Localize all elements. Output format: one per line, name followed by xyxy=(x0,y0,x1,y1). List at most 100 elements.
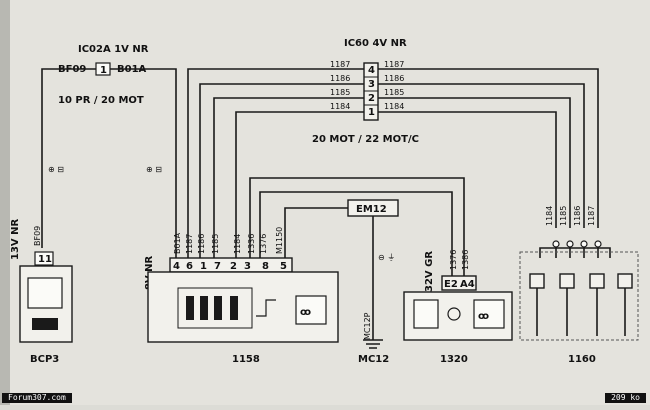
connector-ic02a-label: IC02A 1V NR xyxy=(78,44,149,55)
bcp3-component: 13V NR BF09 11 BCP3 xyxy=(10,218,73,365)
bcp3-fuse xyxy=(32,318,58,330)
ic02a-pin-label: 1 xyxy=(100,65,107,76)
coil-wire-1187: 1187 xyxy=(587,206,596,226)
ic60-pin-4: 4 xyxy=(368,65,375,76)
wire-label-right-1184: 1184 xyxy=(384,102,404,111)
ecu-1158-name: 1158 xyxy=(232,354,260,365)
ecu-driver-block xyxy=(177,287,253,329)
footer-watermark: Forum307.com xyxy=(2,393,72,403)
coils-1160-component: 1184 1185 1186 1187 1160 xyxy=(519,206,639,365)
sensor-chip-icon xyxy=(413,299,439,329)
ecu-pin-1: 1 xyxy=(200,261,207,272)
ground-symbol-left: ⊕ ⊟ xyxy=(48,165,64,174)
coil-wire-1185: 1185 xyxy=(559,206,568,226)
ecu-pin-4: 4 xyxy=(173,261,180,272)
wire-label-left-1187: 1187 xyxy=(330,60,350,69)
wire-label-right-1186: 1186 xyxy=(384,74,404,83)
wire-1185-left xyxy=(213,97,364,258)
note-mid: 20 MOT / 22 MOT/C xyxy=(312,134,419,145)
ecu-pin-5: 5 xyxy=(280,261,287,272)
wire-1185-right xyxy=(378,97,571,228)
ecu-pin-8: 8 xyxy=(262,261,269,272)
wire-label-right-1187: 1187 xyxy=(384,60,404,69)
ecu-driver-1 xyxy=(186,296,194,320)
sensor-1320-pin-strip xyxy=(441,275,477,291)
wire-label-left-1185: 1185 xyxy=(330,88,350,97)
ecu-wire-1186: 1186 xyxy=(197,234,206,254)
sensor-1320-component: 32V GR 1376 1386 E2 A4 ꝏ 1320 xyxy=(403,250,513,365)
wire-1376 xyxy=(259,191,453,278)
ecu-pin-2: 2 xyxy=(230,261,237,272)
ecu-driver-3 xyxy=(214,296,222,320)
scan-edge xyxy=(0,0,10,405)
ic60-pin-1: 1 xyxy=(368,107,375,118)
sensor-1320-name: 1320 xyxy=(440,354,468,365)
coil-4 xyxy=(617,273,633,289)
coil-common-rail xyxy=(539,247,611,258)
bcp3-wire-label: BF09 xyxy=(33,226,42,246)
coil-node-2 xyxy=(566,240,574,248)
sensor-1320-connector-label: 32V GR xyxy=(424,251,435,292)
ecu-wire-m1150: M1150 xyxy=(275,227,284,254)
coil-node-3 xyxy=(580,240,588,248)
wire-1187-left xyxy=(187,68,364,258)
bcp3-connector-label: 13V NR xyxy=(10,218,21,260)
sensor-pin-a4: A4 xyxy=(460,279,475,290)
wire-label-left-1186: 1186 xyxy=(330,74,350,83)
ecu-wire-b01a: B01A xyxy=(173,232,182,254)
sensor-coil-symbol xyxy=(473,299,505,329)
ecu-wire-1376: 1376 xyxy=(259,234,268,254)
coil-plugs xyxy=(536,288,626,336)
coil-node-1 xyxy=(552,240,560,248)
coil-wire-1184: 1184 xyxy=(545,206,554,226)
wire-m1150 xyxy=(284,207,348,258)
wire-1186-right xyxy=(378,83,585,228)
wire-1187-right xyxy=(378,68,599,228)
ecu-pin-7: 7 xyxy=(214,261,221,272)
ecu-1158-component: 8V NR B01A 1187 1186 1185 1184 1336 1376… xyxy=(144,227,339,365)
coil-node-4 xyxy=(594,240,602,248)
note-left: 10 PR / 20 MOT xyxy=(58,95,144,106)
sensor-wire-1376: 1376 xyxy=(449,250,458,270)
bcp3-name: BCP3 xyxy=(30,354,59,365)
ecu-pulse-symbol xyxy=(256,299,276,317)
bcp3-pin-label: 11 xyxy=(38,254,52,265)
coil-2 xyxy=(559,273,575,289)
bcp3-relay xyxy=(27,277,63,309)
wire-b01a xyxy=(110,68,177,258)
footer-filesize: 209 ko xyxy=(605,393,646,403)
ground-symbol-em12: ⊖ ⏚ xyxy=(378,253,395,262)
ecu-pin-6: 6 xyxy=(186,261,193,272)
ecu-wire-1184: 1184 xyxy=(233,234,242,254)
mc12-ground-icon xyxy=(363,339,383,349)
ecu-driver-2 xyxy=(200,296,208,320)
wire-1184-left xyxy=(235,111,364,258)
ecu-wire-1185: 1185 xyxy=(211,234,220,254)
ic60-pin-3: 3 xyxy=(368,79,375,90)
mc12-wire-label: MC12P xyxy=(363,312,372,340)
wire-bf09 xyxy=(41,68,96,248)
ecu-wire-1187: 1187 xyxy=(185,234,194,254)
connector-ic60-label: IC60 4V NR xyxy=(344,38,407,49)
coil-1 xyxy=(529,273,545,289)
coil-3 xyxy=(589,273,605,289)
coils-1160-name: 1160 xyxy=(568,354,596,365)
em12-label: EM12 xyxy=(356,204,387,215)
ground-symbol-mid: ⊕ ⊟ xyxy=(146,165,162,174)
sensor-pin-e2: E2 xyxy=(444,279,458,290)
wire-label-left-1184: 1184 xyxy=(330,102,350,111)
bcp3-pin-box xyxy=(34,251,54,266)
ecu-wire-1336: 1336 xyxy=(247,234,256,254)
ecu-pin-3: 3 xyxy=(244,261,251,272)
wire-1184-right xyxy=(378,111,557,228)
ecu-coil-icon: ꝏ xyxy=(300,307,311,318)
ecu-driver-4 xyxy=(230,296,238,320)
wire-1186-left xyxy=(199,83,364,258)
wire-label-right-1185: 1185 xyxy=(384,88,404,97)
sensor-coil-icon: ꝏ xyxy=(478,311,489,322)
ecu-coil-symbol xyxy=(295,295,327,325)
mc12-name: MC12 xyxy=(358,354,389,365)
coil-wire-1186: 1186 xyxy=(573,206,582,226)
